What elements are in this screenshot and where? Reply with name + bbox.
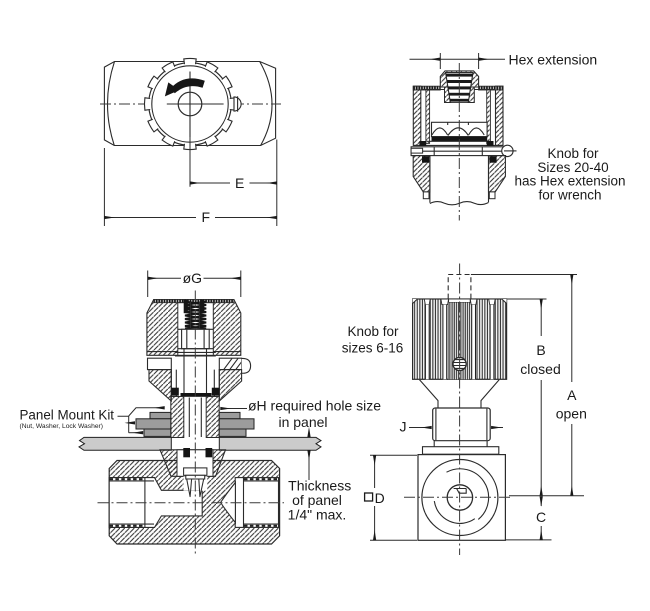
svg-text:J: J: [400, 419, 407, 435]
svg-text:closed: closed: [520, 361, 560, 377]
svg-text:Knob for: Knob for: [347, 324, 399, 339]
svg-text:C: C: [536, 509, 546, 525]
svg-text:Sizes 20-40: Sizes 20-40: [537, 160, 608, 175]
svg-text:open: open: [556, 405, 587, 421]
svg-text:Hex extension: Hex extension: [509, 52, 598, 68]
svg-text:D: D: [375, 490, 385, 506]
svg-text:øG: øG: [183, 270, 202, 286]
svg-text:Knob for: Knob for: [547, 146, 599, 161]
svg-text:(Nut, Washer, Lock Washer): (Nut, Washer, Lock Washer): [20, 423, 104, 430]
svg-text:for wrench: for wrench: [538, 187, 601, 202]
svg-text:F: F: [202, 209, 211, 225]
svg-text:1/4" max.: 1/4" max.: [288, 506, 347, 522]
svg-text:has Hex extension: has Hex extension: [514, 174, 625, 189]
svg-text:Thickness: Thickness: [288, 478, 351, 494]
svg-text:E: E: [235, 175, 244, 191]
svg-text:Panel Mount Kit: Panel Mount Kit: [20, 408, 115, 423]
svg-text:A: A: [567, 387, 577, 403]
svg-text:B: B: [536, 342, 545, 358]
svg-text:øH required hole size: øH required hole size: [248, 398, 381, 414]
svg-text:of panel: of panel: [292, 492, 342, 508]
svg-text:sizes 6-16: sizes 6-16: [342, 341, 404, 356]
svg-text:in panel: in panel: [278, 414, 327, 430]
